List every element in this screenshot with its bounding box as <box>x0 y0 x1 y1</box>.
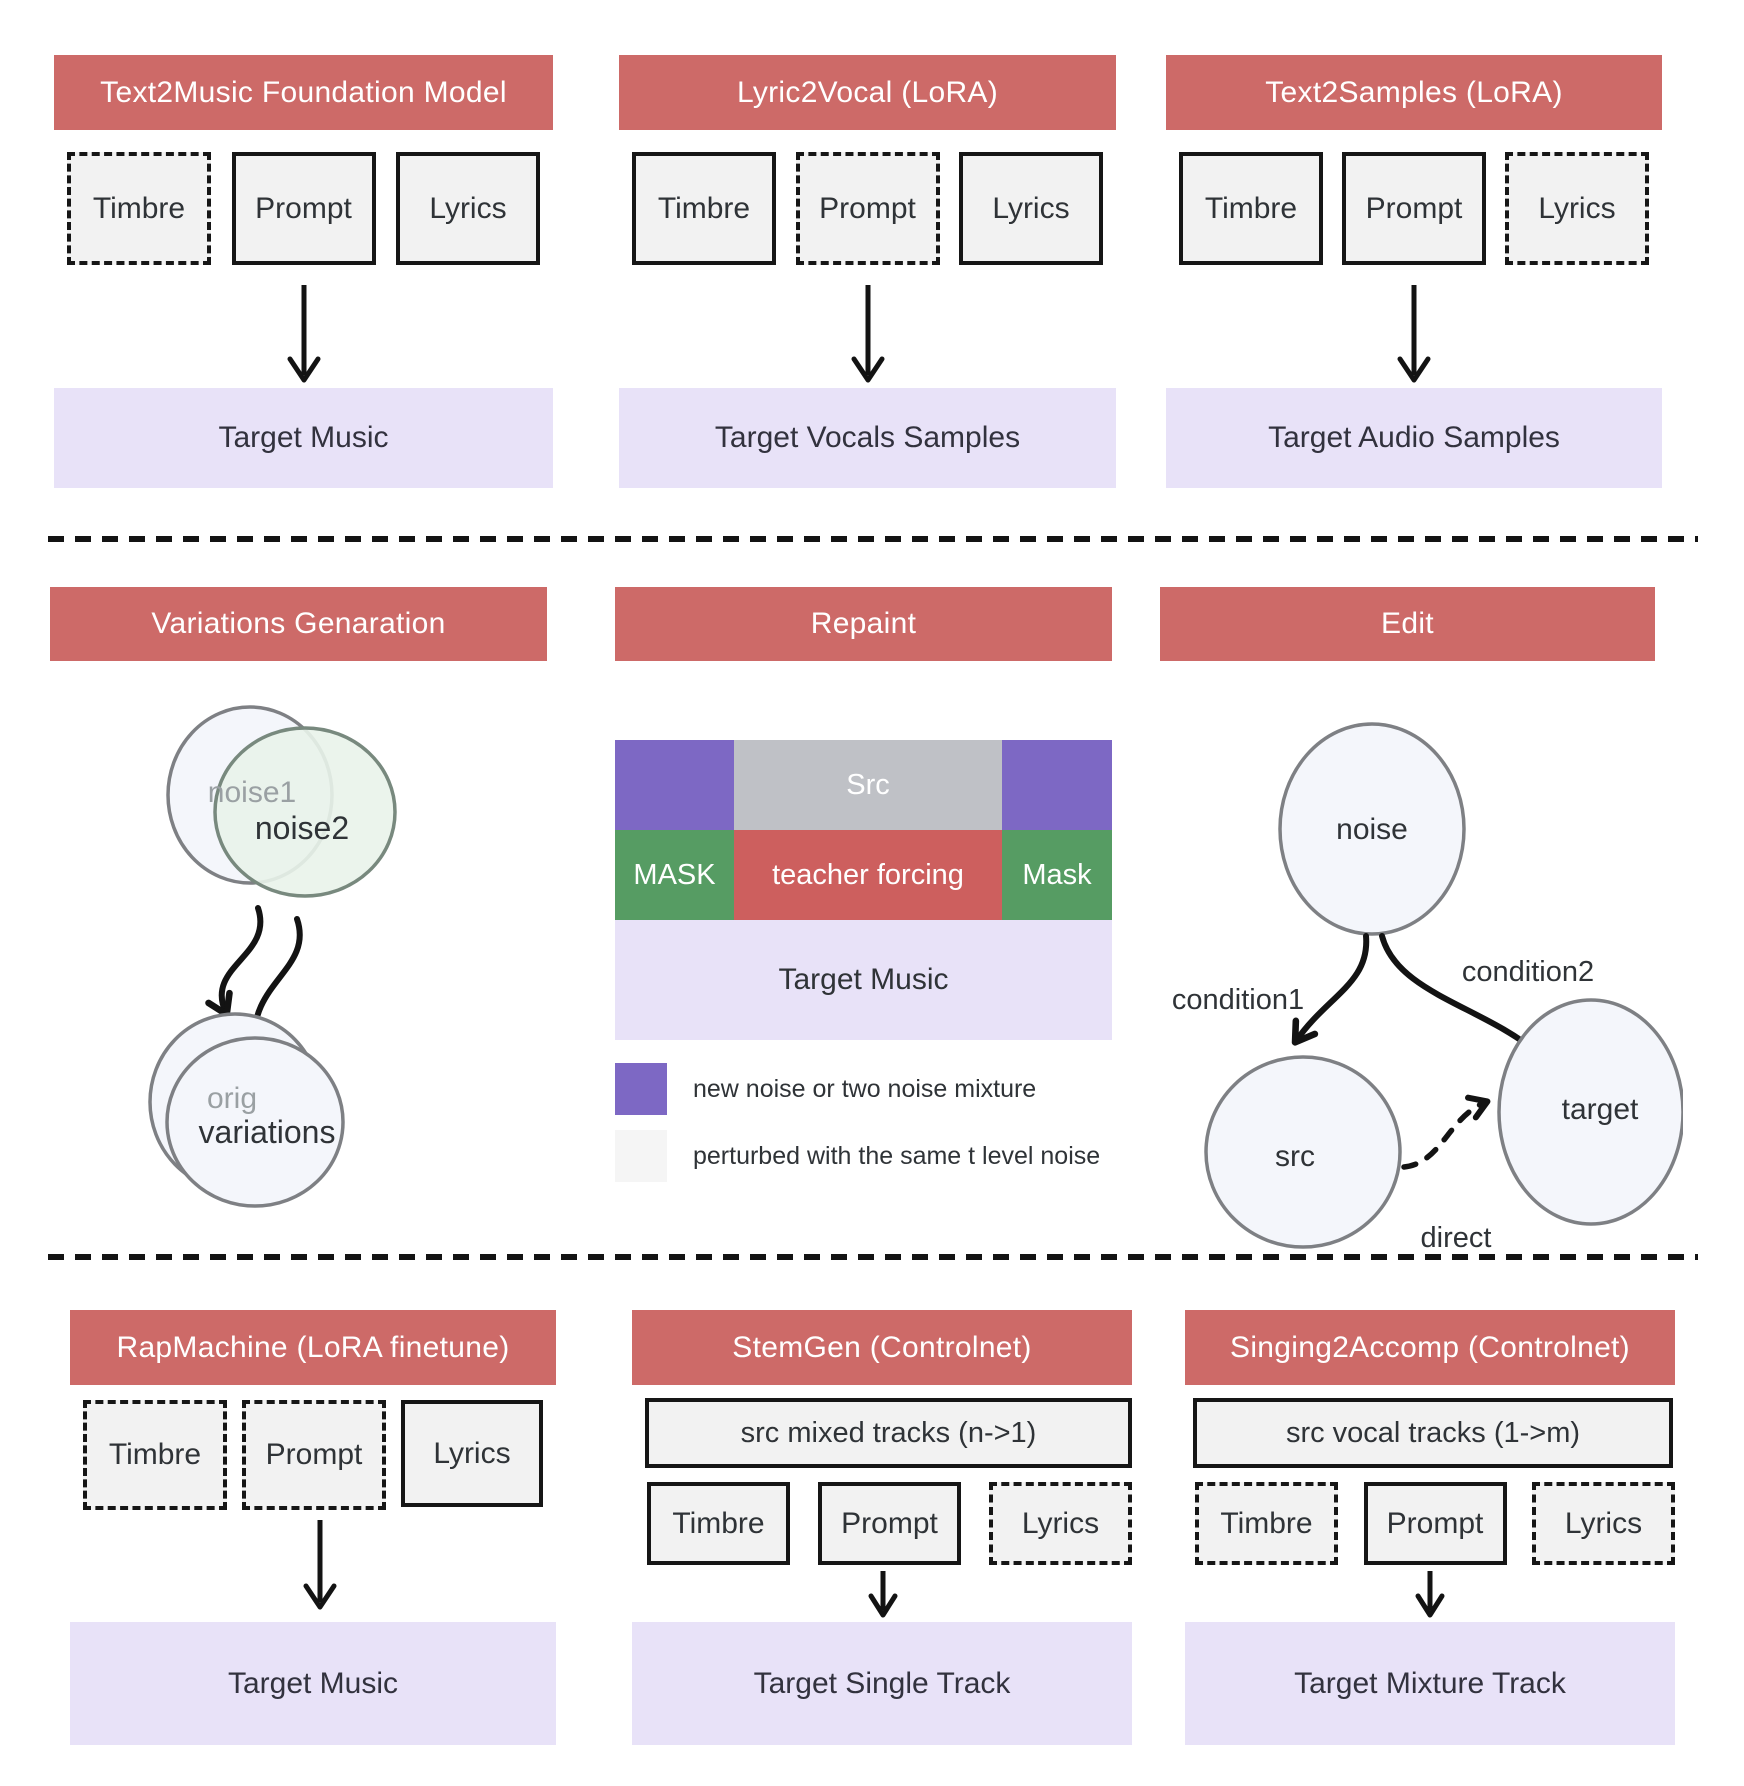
legend-label: new noise or two noise mixture <box>693 1074 1037 1103</box>
panel-title: Repaint <box>615 587 1112 661</box>
target-output-bar: Target Music <box>70 1622 556 1745</box>
prompt-box: Prompt <box>1363 1482 1507 1565</box>
panel-lyric2vocal: Lyric2Vocal (LoRA) Timbre Prompt Lyrics … <box>619 55 1116 488</box>
repaint-legend: new noise or two noise mixture perturbed… <box>615 1063 1100 1182</box>
panel-rapmachine: RapMachine (LoRA finetune) Timbre Prompt… <box>70 1310 556 1745</box>
target-label: target <box>1562 1093 1639 1126</box>
src-block: Src <box>734 740 1002 830</box>
timbre-box: Timbre <box>1195 1482 1338 1565</box>
target-circle <box>1497 998 1683 1226</box>
input-row: Timbre Prompt Lyrics <box>632 1482 1132 1565</box>
mask-block-right: Mask <box>1002 830 1112 920</box>
orig-label: orig <box>207 1082 257 1115</box>
down-arrow-icon <box>868 1571 898 1618</box>
down-arrow-icon <box>303 1520 337 1610</box>
condition2-label: condition2 <box>1462 956 1594 988</box>
mask-block-left: MASK <box>615 830 734 920</box>
src-circle <box>1204 1055 1402 1249</box>
variation-arrow-1 <box>205 905 264 1018</box>
variations-diagram: noise1 noise2 orig variations <box>148 705 397 1208</box>
variations-label: variations <box>199 1114 336 1150</box>
input-row: Timbre Prompt Lyrics <box>619 152 1116 265</box>
repaint-grid: Src MASK teacher forcing Mask Target Mus… <box>615 740 1112 1040</box>
down-arrow-icon <box>851 285 885 383</box>
src-tracks-box: src mixed tracks (n->1) <box>645 1398 1132 1468</box>
target-output-bar: Target Single Track <box>632 1622 1132 1745</box>
input-row: Timbre Prompt Lyrics <box>1185 1482 1675 1565</box>
lyrics-box: Lyrics <box>989 1482 1132 1565</box>
panel-stemgen: StemGen (Controlnet) src mixed tracks (n… <box>632 1310 1132 1745</box>
panel-title: Text2Music Foundation Model <box>54 55 553 130</box>
prompt-box: Prompt <box>818 1482 961 1565</box>
noise-block-right <box>1002 740 1112 830</box>
timbre-box: Timbre <box>83 1400 227 1510</box>
down-arrow-icon <box>1397 285 1431 383</box>
src-tracks-box: src vocal tracks (1->m) <box>1193 1398 1673 1468</box>
condition2-arrow <box>1379 933 1543 1058</box>
timbre-box: Timbre <box>632 152 776 265</box>
input-row: Timbre Prompt Lyrics <box>70 1400 556 1510</box>
panel-edit: Edit noise condition1 condition2 src tar… <box>1160 587 1683 1277</box>
noise-circle <box>1278 722 1466 936</box>
timbre-box: Timbre <box>1179 152 1323 265</box>
panel-text2samples: Text2Samples (LoRA) Timbre Prompt Lyrics… <box>1166 55 1662 488</box>
input-row: Timbre Prompt Lyrics <box>54 152 553 265</box>
variations-circle <box>165 1036 345 1208</box>
edit-diagram: noise condition1 condition2 src target d… <box>1172 722 1683 1254</box>
panel-repaint: Repaint Src MASK teacher forcing Mask Ta… <box>615 587 1112 1227</box>
gray-swatch-icon <box>615 1130 667 1182</box>
target-output-bar: Target Vocals Samples <box>619 388 1116 488</box>
target-output-bar: Target Music <box>54 388 553 488</box>
lyrics-box: Lyrics <box>959 152 1103 265</box>
target-music-block: Target Music <box>615 920 1112 1040</box>
timbre-box: Timbre <box>647 1482 790 1565</box>
target-output-bar: Target Mixture Track <box>1185 1622 1675 1745</box>
prompt-box: Prompt <box>231 152 376 265</box>
legend-label: perturbed with the same t level noise <box>693 1141 1101 1170</box>
purple-swatch-icon <box>615 1063 667 1115</box>
down-arrow-icon <box>287 285 321 383</box>
lyrics-box: Lyrics <box>1505 152 1649 265</box>
panel-title: Lyric2Vocal (LoRA) <box>619 55 1116 130</box>
panel-title: Variations Genaration <box>50 587 547 661</box>
legend-item: new noise or two noise mixture <box>615 1063 1100 1115</box>
panel-title: Text2Samples (LoRA) <box>1166 55 1662 130</box>
panel-singing2accomp: Singing2Accomp (Controlnet) src vocal tr… <box>1185 1310 1675 1745</box>
noise-label: noise <box>1336 813 1408 846</box>
dashed-divider <box>48 1254 1698 1260</box>
noise1-label: noise1 <box>208 776 296 809</box>
dashed-divider <box>48 536 1698 542</box>
panel-title: RapMachine (LoRA finetune) <box>70 1310 556 1385</box>
panel-title: StemGen (Controlnet) <box>632 1310 1132 1385</box>
panel-variations-generation: Variations Genaration noise1 noise2 orig… <box>50 587 547 1227</box>
down-arrow-icon <box>1415 1571 1445 1618</box>
teacher-forcing-block: teacher forcing <box>734 830 1002 920</box>
lyrics-box: Lyrics <box>401 1400 543 1507</box>
prompt-box: Prompt <box>242 1400 386 1510</box>
panel-text2music: Text2Music Foundation Model Timbre Promp… <box>54 55 553 488</box>
panel-title: Edit <box>1160 587 1655 661</box>
prompt-box: Prompt <box>795 152 940 265</box>
timbre-box: Timbre <box>67 152 211 265</box>
lyrics-box: Lyrics <box>1532 1482 1675 1565</box>
lyrics-box: Lyrics <box>396 152 540 265</box>
legend-item: perturbed with the same t level noise <box>615 1130 1100 1182</box>
panel-title: Singing2Accomp (Controlnet) <box>1185 1310 1675 1385</box>
condition1-arrow <box>1291 933 1370 1046</box>
direct-label: direct <box>1421 1222 1492 1254</box>
noise2-circle <box>213 726 397 898</box>
prompt-box: Prompt <box>1342 152 1486 265</box>
target-output-bar: Target Audio Samples <box>1166 388 1662 488</box>
src-label: src <box>1275 1140 1315 1173</box>
noise2-label: noise2 <box>255 810 349 846</box>
condition1-label: condition1 <box>1172 984 1304 1016</box>
input-row: Timbre Prompt Lyrics <box>1166 152 1662 265</box>
direct-arrow <box>1401 1094 1491 1170</box>
noise-block-left <box>615 740 734 830</box>
